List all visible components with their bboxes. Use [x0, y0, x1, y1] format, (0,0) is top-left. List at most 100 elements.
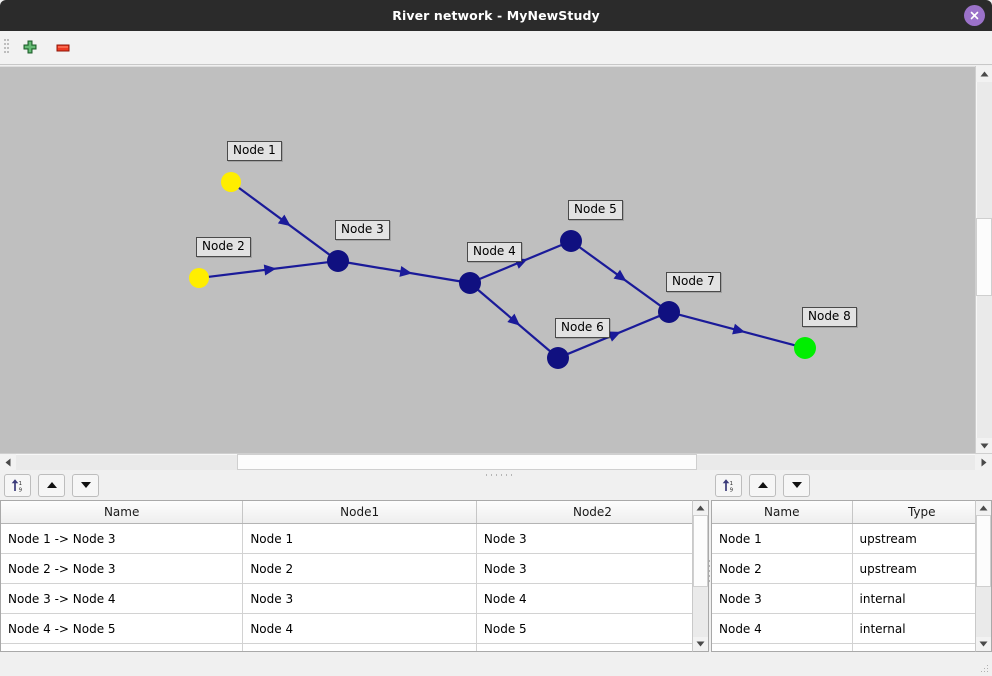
splitter-grip [486, 474, 512, 477]
remove-node-button[interactable] [52, 38, 74, 58]
table-cell[interactable]: Node 3 -> Node 4 [1, 583, 244, 614]
triangle-up-icon [979, 505, 988, 511]
graph-node-label[interactable]: Node 3 [335, 220, 390, 240]
graph-node[interactable] [560, 230, 582, 252]
reaches-move-down-button[interactable] [72, 473, 99, 497]
graph-vertical-scroll-thumb[interactable] [976, 218, 992, 296]
scroll-track-upper[interactable] [977, 82, 992, 218]
reaches-scroll-track[interactable] [693, 587, 708, 637]
graph-node-label[interactable]: Node 4 [467, 242, 522, 262]
close-button[interactable] [964, 5, 985, 26]
reaches-scroll-thumb[interactable] [693, 515, 708, 587]
table-cell[interactable] [852, 643, 991, 651]
table-cell[interactable]: Node 2 -> Node 3 [1, 553, 244, 584]
graph-node[interactable] [547, 347, 569, 369]
table-cell[interactable]: Node 3 [242, 583, 477, 614]
sort-ascending-icon: 1 9 [722, 478, 734, 493]
window-resize-grip[interactable] [981, 665, 989, 673]
table-cell[interactable] [1, 643, 244, 651]
column-header[interactable]: Name [712, 501, 853, 524]
table-cell[interactable]: upstream [852, 553, 991, 584]
table-cell[interactable] [242, 643, 477, 651]
nodes-move-up-button[interactable] [749, 473, 776, 497]
reaches-scroll-down-button[interactable] [693, 637, 708, 651]
add-node-button[interactable] [19, 38, 41, 58]
nodes-move-down-button[interactable] [783, 473, 810, 497]
horizontal-splitter[interactable] [0, 470, 992, 481]
toolbar-drag-handle[interactable] [4, 39, 9, 57]
graph-node-label[interactable]: Node 7 [666, 272, 721, 292]
graph-horizontal-scrollbar[interactable] [0, 453, 992, 470]
graph-horizontal-scroll-thumb[interactable] [237, 454, 697, 470]
graph-edge-arrow [399, 265, 413, 277]
scroll-track-lower[interactable] [977, 296, 992, 438]
graph-node[interactable] [221, 172, 241, 192]
graph-vertical-scrollbar[interactable] [975, 66, 992, 456]
table-cell[interactable]: Node 4 -> Node 5 [1, 613, 244, 644]
graph-node[interactable] [658, 301, 680, 323]
table-cell[interactable]: Node 1 [242, 523, 477, 554]
graph-node[interactable] [327, 250, 349, 272]
table-cell[interactable]: Node 2 [712, 553, 853, 584]
scroll-right-button[interactable] [975, 454, 992, 470]
table-cell[interactable]: internal [852, 613, 991, 644]
graph-node-label[interactable]: Node 1 [227, 141, 282, 161]
table-cell[interactable]: Node 4 [712, 613, 853, 644]
reaches-scroll-up-button[interactable] [693, 501, 708, 515]
graph-node-label[interactable]: Node 2 [196, 237, 251, 257]
table-row-empty[interactable] [712, 643, 991, 651]
scroll-track-left[interactable] [16, 455, 237, 470]
table-cell[interactable] [712, 643, 853, 651]
reaches-table-scrollbar[interactable] [692, 500, 709, 652]
scroll-left-button[interactable] [0, 454, 16, 470]
nodes-scroll-down-button[interactable] [976, 637, 991, 651]
table-cell[interactable]: Node 4 [242, 613, 477, 644]
nodes-scroll-thumb[interactable] [976, 515, 991, 587]
table-row-empty[interactable] [1, 643, 708, 651]
table-cell[interactable]: internal [852, 583, 991, 614]
scroll-down-button[interactable] [976, 438, 992, 454]
column-header[interactable]: Name [1, 501, 244, 524]
column-header[interactable]: Node2 [476, 501, 708, 524]
nodes-scroll-up-button[interactable] [976, 501, 991, 515]
table-cell[interactable]: Node 3 [476, 523, 708, 554]
table-cell[interactable]: Node 1 -> Node 3 [1, 523, 244, 554]
table-cell[interactable]: Node 3 [712, 583, 853, 614]
nodes-scroll-track[interactable] [976, 587, 991, 637]
graph-node[interactable] [189, 268, 209, 288]
graph-node[interactable] [459, 272, 481, 294]
scroll-up-button[interactable] [976, 66, 992, 82]
table-cell[interactable]: Node 3 [476, 553, 708, 584]
vertical-splitter[interactable] [709, 470, 711, 676]
graph-node-label[interactable]: Node 8 [802, 307, 857, 327]
table-cell[interactable]: Node 1 [712, 523, 853, 554]
table-cell[interactable]: upstream [852, 523, 991, 554]
scroll-track-right[interactable] [697, 455, 975, 470]
nodes-sort-button[interactable]: 1 9 [715, 473, 742, 497]
table-cell[interactable]: Node 2 [242, 553, 477, 584]
reaches-move-up-button[interactable] [38, 473, 65, 497]
column-header[interactable]: Node1 [242, 501, 477, 524]
graph-node-label[interactable]: Node 5 [568, 200, 623, 220]
network-graph-canvas[interactable]: Node 1 Node 2 Node 3 Node 4 Node 5 Node 6 Node… [0, 66, 992, 456]
table-cell[interactable] [476, 643, 708, 651]
triangle-down-icon [696, 641, 705, 647]
graph-node-label[interactable]: Node 6 [555, 318, 610, 338]
column-header[interactable]: Type [852, 501, 991, 524]
graph-node[interactable] [794, 337, 816, 359]
nodes-table-scrollbar[interactable] [975, 500, 992, 652]
reaches-sort-button[interactable]: 1 9 [4, 473, 31, 497]
table-cell[interactable]: Node 5 [476, 613, 708, 644]
table-cell[interactable]: Node 4 [476, 583, 708, 614]
